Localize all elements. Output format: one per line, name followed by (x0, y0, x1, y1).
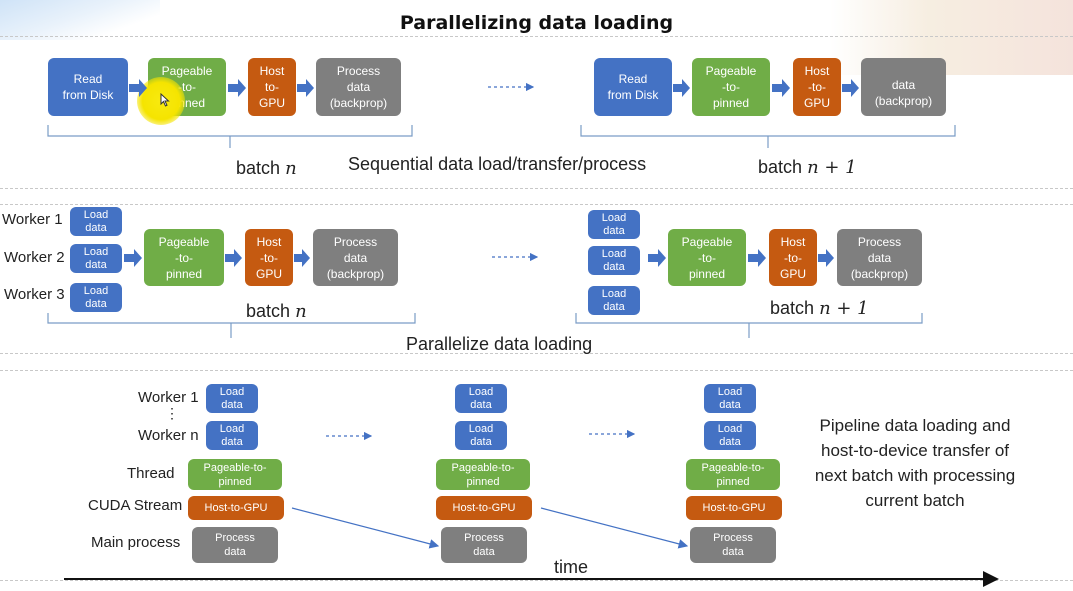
worker-1-row-label: Worker 1 (138, 389, 199, 406)
load-data-box: Load data (588, 210, 640, 239)
host-to-gpu-box: Host-to-GPU (436, 496, 532, 520)
pageable-to-pinned-box: Pageable -to- pinned (692, 58, 770, 116)
host-to-gpu-box: Host-to-GPU (686, 496, 782, 520)
separator (0, 36, 1073, 37)
batch-n-label: batch n (246, 301, 307, 322)
thread-row-label: Thread (127, 465, 175, 482)
sequential-caption: Sequential data load/transfer/process (348, 154, 647, 174)
host-to-gpu-box: Host -to- GPU (245, 229, 293, 286)
pipeline-description: Pipeline data loading and host-to-device… (814, 416, 1016, 510)
host-to-gpu-box: Host -to- GPU (793, 58, 841, 116)
host-to-gpu-box: Host -to- GPU (769, 229, 817, 286)
time-axis-label: time (554, 557, 589, 577)
corner-swoosh-left (0, 0, 160, 40)
load-data-box: Load data (704, 421, 756, 450)
process-data-box: Process data (690, 527, 776, 563)
load-data-box: Load data (70, 207, 122, 236)
read-from-disk-box: Read from Disk (48, 58, 128, 116)
host-to-gpu-box: Host to- GPU (248, 58, 296, 116)
process-data-box: Process data (192, 527, 278, 563)
load-data-box: Load data (70, 283, 122, 312)
pageable-to-pinned-box: Pageable-to- pinned (188, 459, 282, 490)
load-data-box: Load data (588, 246, 640, 275)
separator (0, 580, 1073, 581)
batch-brackets-section2 (47, 313, 923, 338)
flow-arrows-section1 (129, 79, 859, 97)
separator (0, 353, 1073, 354)
batch-n-plus-1-label: batch n + 1 (758, 157, 857, 178)
load-data-box: Load data (455, 384, 507, 413)
load-data-box: Load data (70, 244, 122, 273)
separator (0, 188, 1073, 189)
main-process-row-label: Main process (91, 534, 181, 551)
pageable-to-pinned-box: Pageable -to- pinned (668, 229, 746, 286)
mouse-pointer-icon (160, 92, 170, 111)
worker-3-label: Worker 3 (4, 286, 65, 303)
batch-n-plus-1-label: batch n + 1 (770, 298, 869, 319)
process-data-box: Process data (backprop) (316, 58, 401, 116)
host-to-gpu-box: Host-to-GPU (188, 496, 284, 520)
pageable-to-pinned-box: Pageable -to- pinned (144, 229, 224, 286)
load-data-box: Load data (206, 421, 258, 450)
batch-n-label: batch n (236, 158, 297, 179)
ellipsis-dots: ⋮ (165, 405, 179, 421)
worker-2-label: Worker 2 (4, 249, 65, 266)
page-title: Parallelizing data loading (399, 12, 674, 34)
flow-arrows-section2 (124, 249, 834, 267)
load-data-box: Load data (704, 384, 756, 413)
transfer-to-process-arrow (540, 507, 689, 549)
worker-1-label: Worker 1 (2, 211, 63, 228)
pageable-to-pinned-box: Pageable-to- pinned (436, 459, 530, 490)
load-data-box: Load data (455, 421, 507, 450)
process-data-box: Process data (backprop) (313, 229, 398, 286)
load-data-box: Load data (206, 384, 258, 413)
separator (0, 204, 1073, 205)
separator (0, 370, 1073, 371)
pageable-to-pinned-box: Pageable-to- pinned (686, 459, 780, 490)
process-data-box: Process data (backprop) (837, 229, 922, 286)
process-data-box: data (backprop) (861, 58, 946, 116)
batch-brackets-section1 (47, 125, 956, 148)
parallelize-caption: Parallelize data loading (406, 334, 593, 354)
read-from-disk-box: Read from Disk (594, 58, 672, 116)
transfer-to-process-arrow (291, 507, 440, 549)
cuda-stream-row-label: CUDA Stream (88, 497, 183, 514)
worker-n-row-label: Worker n (138, 427, 199, 444)
load-data-box: Load data (588, 286, 640, 315)
process-data-box: Process data (441, 527, 527, 563)
